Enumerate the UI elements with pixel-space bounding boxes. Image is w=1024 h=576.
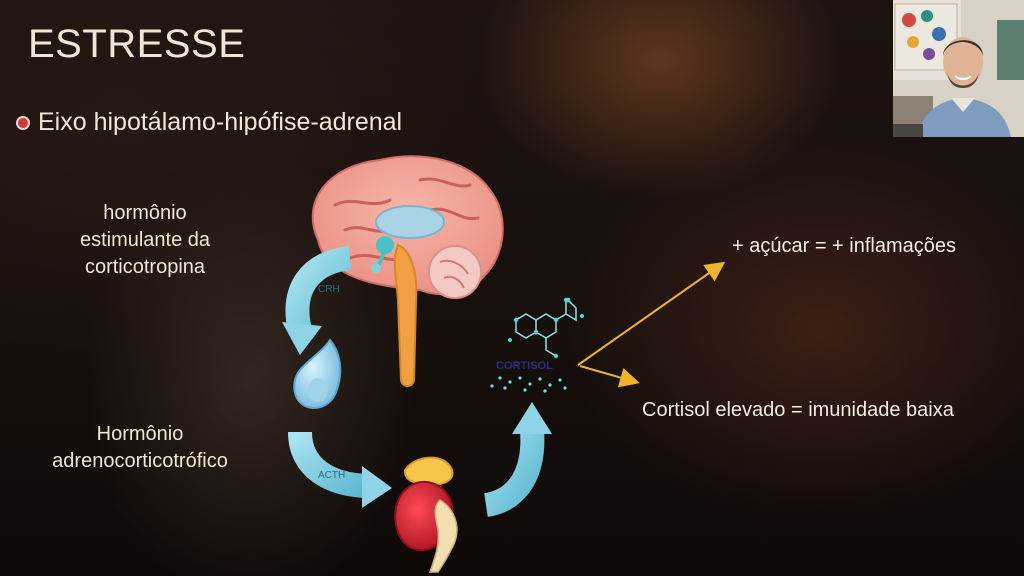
label-line: corticotropina: [84, 256, 206, 278]
cortisol-molecule-icon: CORTISOL: [490, 297, 584, 393]
adrenal-kidney-icon: [394, 456, 458, 573]
effect-sugar-inflammation: + açúcar = + inflamações: [732, 235, 957, 257]
brain-icon: [311, 155, 504, 387]
pointer-arrows: [577, 261, 726, 388]
label-line: estimulante da: [79, 229, 211, 251]
slide-title: ESTRESSE: [28, 22, 246, 66]
pointer-arrow-up: [577, 261, 726, 366]
cortisol-arrow: [483, 402, 552, 517]
pituitary-gland-icon: [293, 338, 342, 409]
presenter-webcam: [893, 0, 1024, 137]
acth-arrow: ACTH: [288, 431, 392, 508]
label-line: Hormônio: [96, 423, 184, 445]
bullet-item: Eixo hipotálamo-hipófise-adrenal: [18, 108, 402, 137]
pointer-arrow-down: [579, 365, 640, 388]
effect-cortisol-immunity: Cortisol elevado = imunidade baixa: [642, 399, 954, 421]
label-line: adrenocorticotrófico: [52, 450, 228, 472]
acth-label: ACTH: [318, 470, 345, 481]
presenter-video-image: [893, 0, 1024, 137]
hormone-label-acth: Hormônio adrenocorticotrófico: [20, 421, 260, 475]
bullet-dot-icon: [18, 117, 28, 128]
cortisol-label: CORTISOL: [496, 360, 553, 372]
bullet-text: Eixo hipotálamo-hipófise-adrenal: [38, 108, 403, 136]
label-line: hormônio: [103, 202, 187, 224]
hormone-label-crh: hormônio estimulante da corticotropina: [40, 200, 250, 281]
crh-arrow: CRH: [282, 246, 352, 355]
crh-label: CRH: [318, 284, 340, 295]
